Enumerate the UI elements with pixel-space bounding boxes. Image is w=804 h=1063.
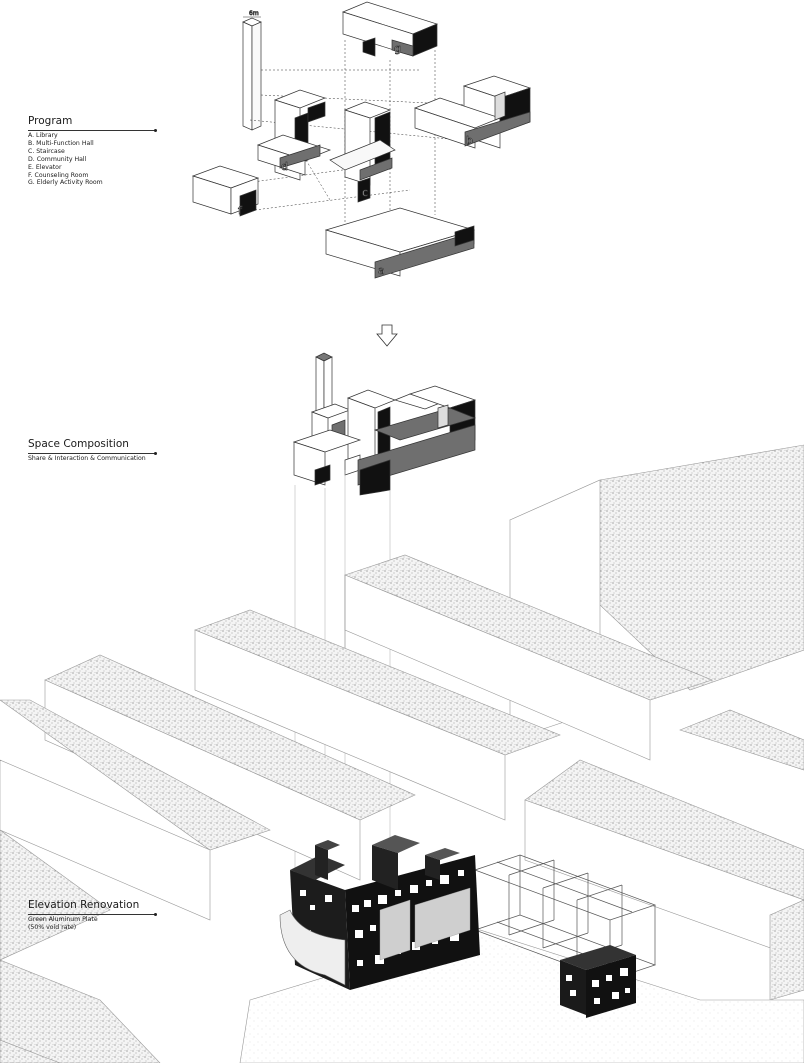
- elevation-notes: Green Aluminum Plate (50% void rate): [28, 916, 139, 932]
- composition-legend: Space Composition Share & Interaction & …: [28, 438, 157, 463]
- renovated-building: [279, 835, 657, 1018]
- program-leader-line: [28, 129, 157, 132]
- block-c: [329, 101, 396, 203]
- program-title: Program: [28, 115, 73, 127]
- down-arrow-icon: [376, 324, 398, 347]
- composition-subtitle: Share & Interaction & Communication: [28, 455, 146, 462]
- glazing: [379, 887, 471, 961]
- block-b: [413, 75, 532, 149]
- urban-context: [0, 444, 804, 1063]
- block-tag-f: f: [238, 204, 243, 217]
- block-tag-c: c: [362, 186, 368, 199]
- program-legend: Program A. Library B. Multi-Function Hal…: [28, 115, 157, 187]
- block-tag-d: d: [281, 160, 288, 173]
- program-item: F. Counseling Room: [28, 171, 89, 179]
- space-composition-mass: [292, 352, 477, 496]
- block-tag-a: a: [378, 264, 385, 277]
- program-item: E. Elevator: [28, 163, 62, 171]
- elevation-legend: Elevation Renovation Green Aluminum Plat…: [28, 899, 157, 932]
- block-a: [324, 207, 476, 279]
- elevation-title: Elevation Renovation: [28, 899, 140, 911]
- program-list: A. Library B. Multi-Function Hall C. Sta…: [28, 132, 103, 187]
- elevation-leader-line: [28, 913, 157, 916]
- block-g: [341, 1, 439, 57]
- side-pavilion: [560, 945, 636, 1018]
- block-e-elevator: [242, 17, 262, 131]
- program-item: G. Elderly Activity Room: [28, 179, 103, 187]
- program-item: C. Staircase: [28, 147, 65, 155]
- elevation-note: Green Aluminum Plate: [28, 916, 98, 923]
- program-item: B. Multi-Function Hall: [28, 139, 94, 147]
- composition-title: Space Composition: [28, 438, 129, 450]
- program-exploded-axonometric: 6m g: [191, 1, 532, 279]
- block-tag-g: g: [394, 42, 401, 55]
- composition-leader-line: [28, 452, 157, 455]
- block-f: [191, 165, 260, 217]
- dimension-label: 6m: [249, 10, 259, 17]
- block-tag-b: b: [466, 134, 473, 147]
- program-item: A. Library: [28, 132, 58, 139]
- program-item: D. Community Hall: [28, 155, 87, 163]
- block-d: [256, 89, 332, 181]
- elevation-note: (50% void rate): [28, 923, 77, 931]
